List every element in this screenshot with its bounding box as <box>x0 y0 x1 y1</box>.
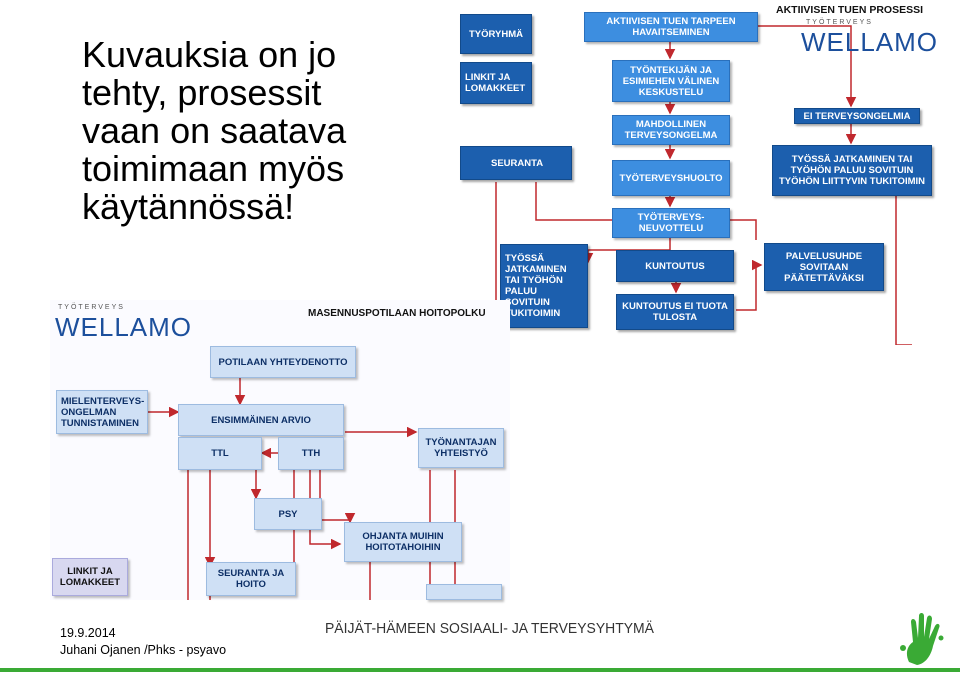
box-ensimmainen-arvio: ENSIMMÄINEN ARVIO <box>178 404 344 436</box>
wellamo-logo: WELLAMO <box>801 27 939 57</box>
footer-green-line <box>0 668 960 672</box>
green-hand-logo-icon <box>900 613 944 665</box>
wellamo-logo-left: WELLAMO <box>55 312 193 342</box>
box-aktiivisen-tuen-tarpeen-havaitseminen: AKTIIVISEN TUEN TARPEEN HAVAITSEMINEN <box>584 12 758 42</box>
box-mielenterveysongelman-tunnistaminen: MIELENTERVEYS-ONGELMAN TUNNISTAMINEN <box>56 390 148 434</box>
wellamo-logo-small-text: TYÖTERVEYS <box>806 19 873 26</box>
headline-line-5: käytännössä! <box>82 186 295 227</box>
box-tyoterveysneuvottelu: TYÖTERVEYS-NEUVOTTELU <box>612 208 730 238</box>
box-linkit-ja-lomakkeet: LINKIT JA LOMAKKEET <box>460 62 532 104</box>
headline-line-3: vaan on saatava <box>82 110 347 151</box>
headline-line-1: Kuvauksia on jo <box>82 34 337 75</box>
box-tth: TTH <box>278 437 344 470</box>
headline-line-2: tehty, prosessit <box>82 72 322 113</box>
box-palvelussuhde-sovitaan: PALVELUSUHDE SOVITAAN PÄÄTETTÄVÄKSI <box>764 243 884 291</box>
box-kuntoutus-ei-tuota-tulosta: KUNTOUTUS EI TUOTA TULOSTA <box>616 294 734 330</box>
box-seuranta-ja-hoito: SEURANTA JA HOITO <box>206 562 296 596</box>
footer-organization: PÄIJÄT-HÄMEEN SOSIAALI- JA TERVEYSYHTYMÄ <box>325 620 654 637</box>
wellamo-logo-small-text-left: TYÖTERVEYS <box>58 304 125 311</box>
box-potilaan-yhteydenotto: POTILAAN YHTEYDENOTTO <box>210 346 356 378</box>
care-path-title: MASENNUSPOTILAAN HOITOPOLKU <box>308 308 486 319</box>
box-truncated-bottom <box>426 584 502 600</box>
box-tyoterveyshuolto: TYÖTERVEYSHUOLTO <box>612 160 730 196</box>
box-ttl: TTL <box>178 437 262 470</box>
footer-date: 19.9.2014 <box>60 626 116 640</box>
active-support-process-diagram: AKTIIVISEN TUEN PROSESSI TYÖTERVEYS WELL… <box>456 0 937 345</box>
box-mahdollinen-terveysongelma: MAHDOLLINEN TERVEYSONGELMA <box>612 115 730 145</box>
box-seuranta: SEURANTA <box>460 146 572 180</box>
box-ei-terveysongelmia: EI TERVEYSONGELMIA <box>794 108 920 124</box>
box-tyossa-jatkaminen-tyohon-liittyvin: TYÖSSÄ JATKAMINEN TAI TYÖHÖN PALUU SOVIT… <box>772 145 932 196</box>
box-tyoryhma: TYÖRYHMÄ <box>460 14 532 54</box>
footer-author: Juhani Ojanen /Phks - psyavo <box>60 643 227 657</box>
box-ohjanta-muihin-hoitotahoihin: OHJANTA MUIHIN HOITOTAHOIHIN <box>344 522 462 562</box>
box-linkit-ja-lomakkeet-left: LINKIT JA LOMAKKEET <box>52 558 128 596</box>
box-tyontekijan-ja-esimiehen-keskustelu: TYÖNTEKIJÄN JA ESIMIEHEN VÄLINEN KESKUST… <box>612 60 730 102</box>
headline: Kuvauksia on jo tehty, prosessit vaan on… <box>82 36 412 226</box>
box-tyonantajan-yhteistyo: TYÖNANTAJAN YHTEISTYÖ <box>418 428 504 468</box>
box-kuntoutus: KUNTOUTUS <box>616 250 734 282</box>
process-title: AKTIIVISEN TUEN PROSESSI <box>776 4 924 16</box>
headline-line-4: toimimaan myös <box>82 148 345 189</box>
box-psy: PSY <box>254 498 322 530</box>
box-tyossa-jatkaminen-sovituin-tukitoimin: TYÖSSÄ JATKAMINEN TAI TYÖHÖN PALUU SOVIT… <box>500 244 588 328</box>
depression-care-path-diagram: TYÖTERVEYS WELLAMO MASENNUSPOTILAAN HOIT… <box>50 300 510 600</box>
